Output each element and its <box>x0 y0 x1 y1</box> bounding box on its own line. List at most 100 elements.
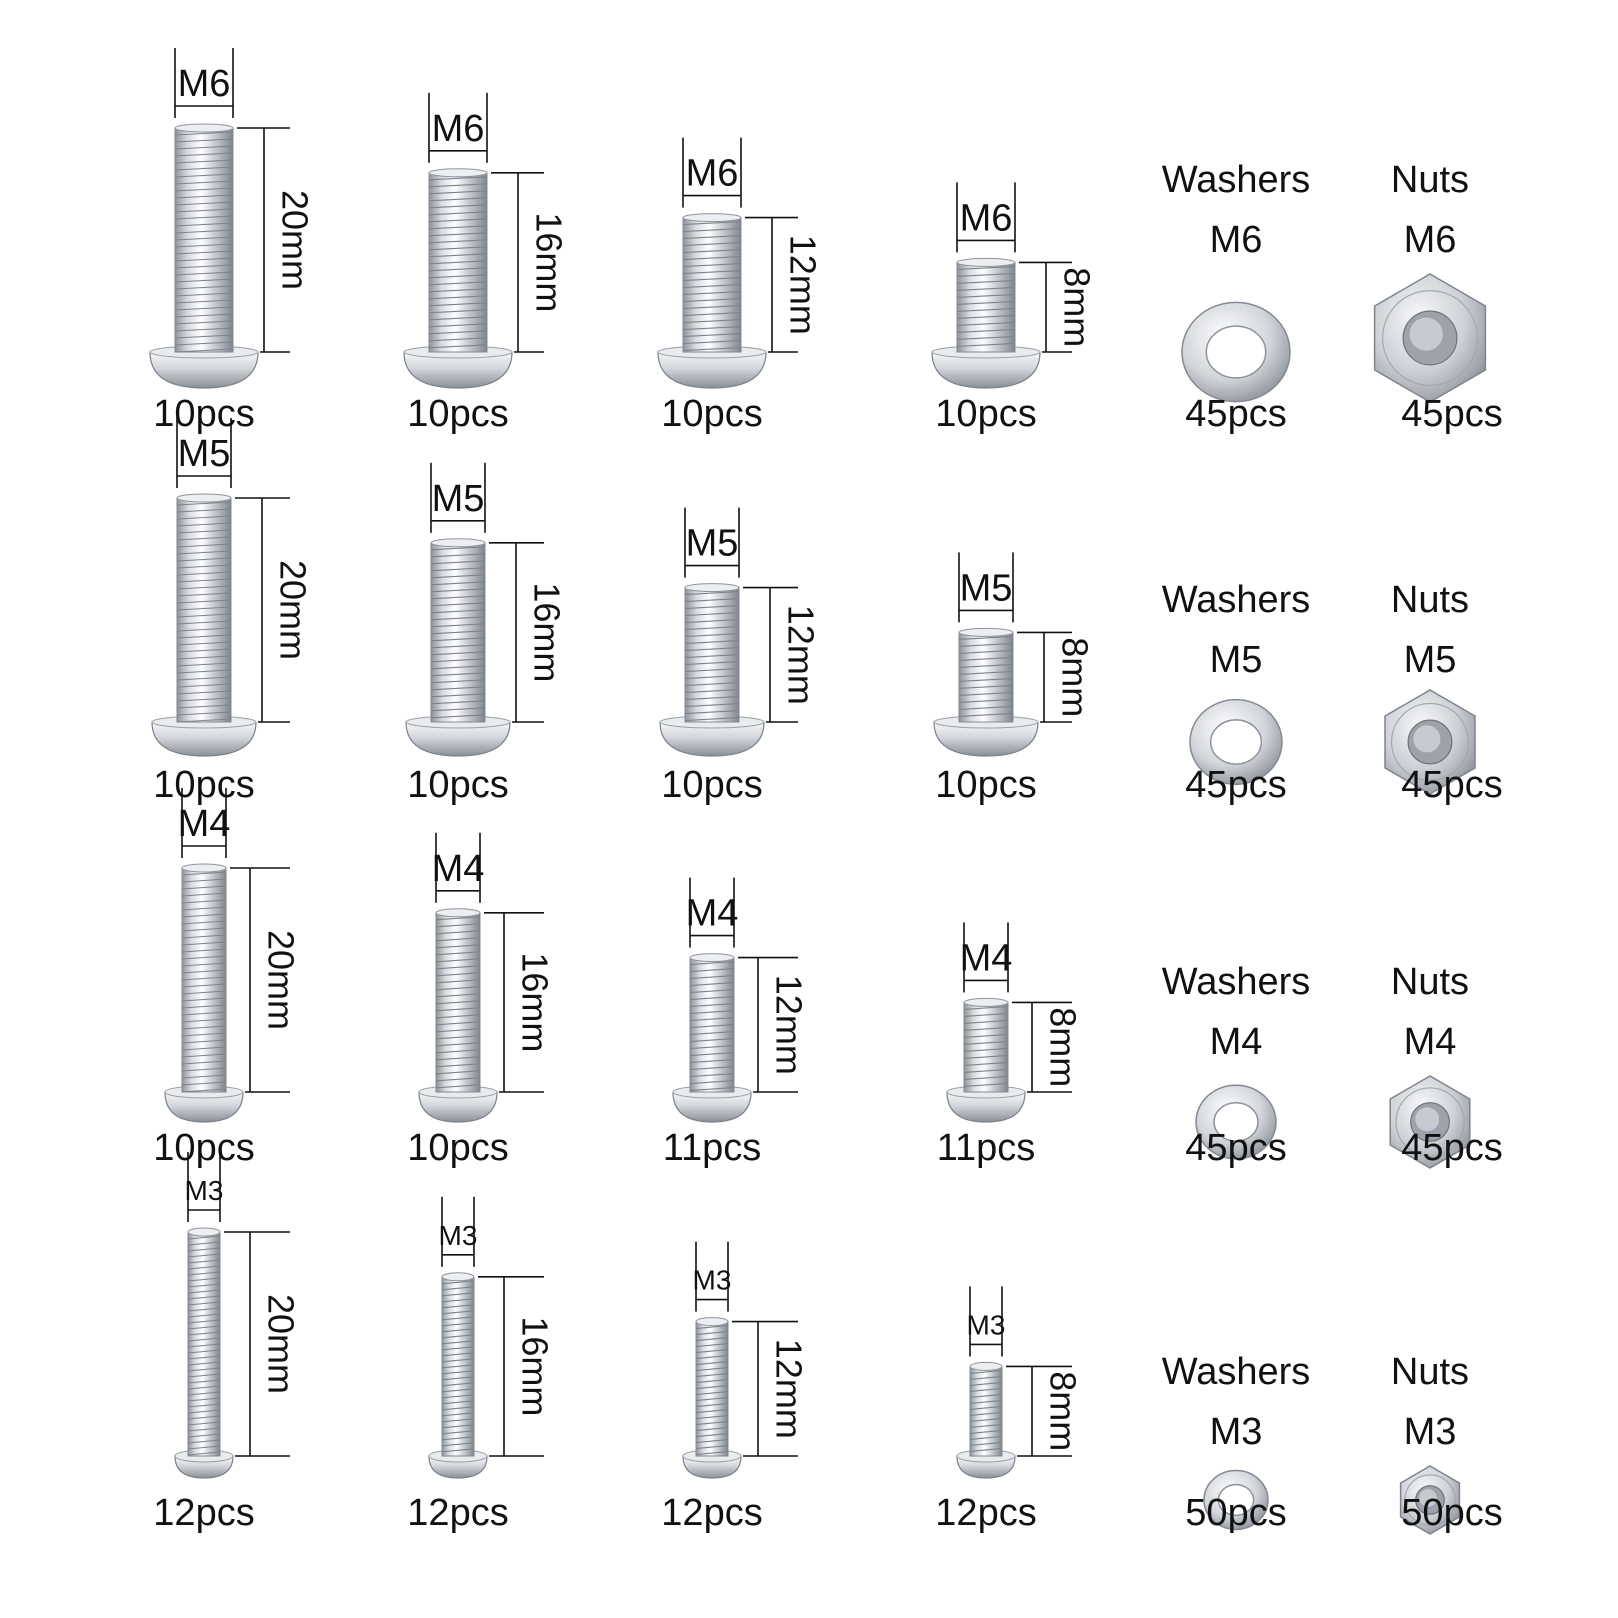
bolt-length-label: 8mm <box>1056 267 1097 347</box>
bolt-diameter-label: M3 <box>439 1220 478 1251</box>
thread-line <box>441 1388 475 1393</box>
bolt-quantity-label: 12pcs <box>407 1492 508 1534</box>
thread-line <box>428 204 488 209</box>
thread-line <box>430 567 486 572</box>
thread-line <box>969 1369 1003 1374</box>
thread-line <box>174 285 234 290</box>
thread-line <box>695 1331 729 1336</box>
bolt-quantity-label: 12pcs <box>153 1492 254 1534</box>
thread-line <box>689 1087 735 1092</box>
bolt-tip <box>956 257 1016 267</box>
thread-line <box>695 1361 729 1366</box>
thread-line <box>176 648 232 653</box>
bolt-tip <box>174 123 234 133</box>
thread-line <box>682 298 742 303</box>
thread-line <box>181 1060 227 1065</box>
bolt-quantity-label: 10pcs <box>407 1127 508 1169</box>
bolt-length-label: 20mm <box>260 1294 301 1394</box>
bolt-tip <box>963 997 1009 1007</box>
nut-hole-highlight <box>1413 725 1441 753</box>
thread-line <box>176 676 232 681</box>
thread-line <box>963 1075 1009 1080</box>
thread-line <box>958 642 1014 647</box>
bolt-length-label: 12mm <box>780 605 821 705</box>
thread-line <box>441 1406 475 1411</box>
bolt-quantity-label: 10pcs <box>661 393 762 435</box>
thread-line <box>181 892 227 897</box>
thread-line <box>441 1430 475 1435</box>
thread-line <box>430 679 486 684</box>
thread-line <box>181 997 227 1002</box>
thread-line <box>682 340 742 345</box>
thread-line <box>969 1411 1003 1416</box>
bolt-head <box>151 721 257 757</box>
thread-line <box>176 711 232 716</box>
thread-line <box>187 1253 221 1258</box>
bolt-tip <box>428 168 488 178</box>
bolt-quantity-label: 10pcs <box>935 393 1036 435</box>
thread-line <box>689 1038 735 1043</box>
thread-line <box>181 962 227 967</box>
thread-line <box>435 916 481 921</box>
thread-line <box>695 1421 729 1426</box>
thread-line <box>695 1343 729 1348</box>
nut-chamfer <box>1390 702 1470 782</box>
thread-line <box>174 320 234 325</box>
thread-line <box>682 235 742 240</box>
thread-line <box>176 613 232 618</box>
washer-size-label: M4 <box>1210 1021 1263 1063</box>
thread-line <box>441 1364 475 1369</box>
thread-line <box>174 215 234 220</box>
thread-line <box>181 1004 227 1009</box>
thread-line <box>174 194 234 199</box>
thread-line <box>435 993 481 998</box>
bolt-head <box>657 351 767 389</box>
thread-line <box>430 546 486 551</box>
thread-line <box>695 1427 729 1432</box>
thread-line <box>187 1445 221 1450</box>
thread-line <box>435 923 481 928</box>
thread-line <box>963 1005 1009 1010</box>
thread-line <box>174 173 234 178</box>
thread-line <box>682 256 742 261</box>
thread-line <box>174 208 234 213</box>
bolt-quantity-label: 10pcs <box>153 1127 254 1169</box>
thread-line <box>958 649 1014 654</box>
thread-line <box>441 1358 475 1363</box>
thread-line <box>174 348 234 353</box>
thread-line <box>430 602 486 607</box>
thread-line <box>174 278 234 283</box>
thread-line <box>435 965 481 970</box>
thread-line <box>430 616 486 621</box>
washer-title: Washers <box>1162 159 1311 201</box>
thread-line <box>441 1424 475 1429</box>
thread-line <box>176 697 232 702</box>
thread-line <box>684 717 740 722</box>
thread-line <box>174 292 234 297</box>
thread-line <box>958 712 1014 717</box>
thread-line <box>684 668 740 673</box>
bolt-tip <box>187 1227 221 1237</box>
thread-line <box>689 1073 735 1078</box>
thread-line <box>963 1054 1009 1059</box>
washer-quantity-label: 45pcs <box>1185 1127 1286 1169</box>
bolt-head <box>933 721 1039 757</box>
thread-line <box>187 1325 221 1330</box>
thread-line <box>435 944 481 949</box>
thread-line <box>430 637 486 642</box>
thread-line <box>176 606 232 611</box>
thread-line <box>695 1397 729 1402</box>
thread-line <box>956 307 1016 312</box>
thread-line <box>174 313 234 318</box>
thread-line <box>428 309 488 314</box>
thread-line <box>958 684 1014 689</box>
thread-line <box>428 232 488 237</box>
thread-line <box>684 654 740 659</box>
bolt-length-label: 16mm <box>526 582 567 682</box>
thread-line <box>435 979 481 984</box>
thread-line <box>174 131 234 136</box>
bolt-quantity-label: 10pcs <box>407 393 508 435</box>
thread-line <box>430 707 486 712</box>
